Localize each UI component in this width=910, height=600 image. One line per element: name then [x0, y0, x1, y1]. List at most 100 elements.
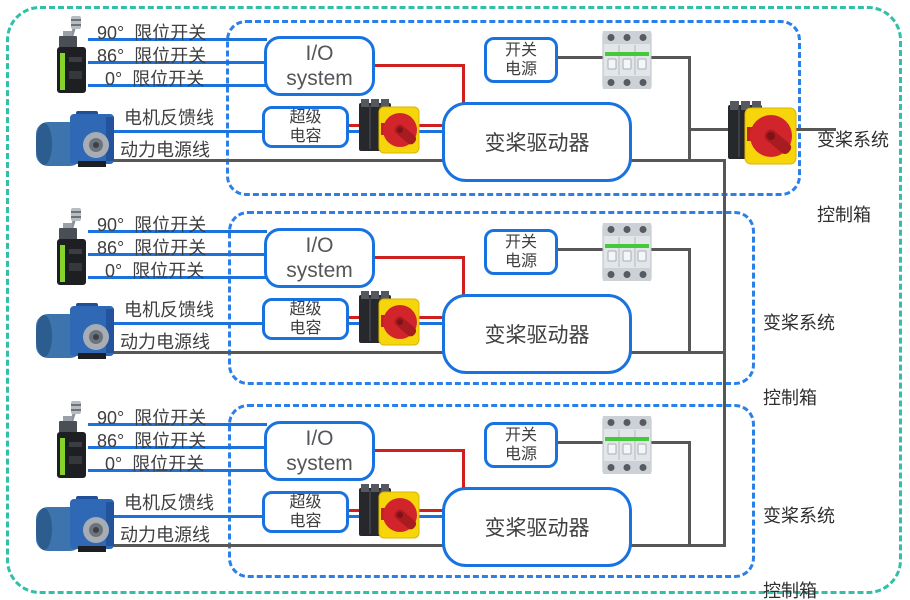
- psu-box: 开关 电源: [484, 37, 558, 83]
- io-driver-wire-red-v: [462, 449, 465, 490]
- io-system-box: I/O system: [264, 36, 375, 96]
- supercap-box: 超级 电容: [262, 491, 349, 533]
- supercap-label-line2: 电容: [289, 128, 322, 145]
- rotary-switch-icon: [357, 289, 421, 352]
- main-switch-icon: [727, 99, 797, 170]
- limit-switch-icon: [46, 13, 90, 100]
- limit-90-label: 90° 限位开关: [97, 23, 207, 43]
- limit-86-label: 86° 限位开关: [97, 238, 207, 258]
- rotary-switch-icon: [357, 482, 421, 545]
- io-system-label-line1: I/O: [305, 234, 334, 257]
- motor-power-label: 动力电源线: [120, 525, 210, 545]
- outer-dashed-border: [6, 6, 902, 594]
- motor-feedback-label: 电机反馈线: [124, 108, 214, 128]
- control-box-label-line1: 变桨系统: [763, 313, 835, 333]
- psu-breaker-wire: [557, 248, 603, 251]
- breaker-out-wire: [650, 56, 691, 59]
- motor-power-label: 动力电源线: [120, 140, 210, 160]
- limit-0-label: 0° 限位开关: [105, 261, 205, 281]
- control-box-label: 变桨系统 控制箱: [763, 261, 835, 461]
- io-system-label-line2: system: [286, 452, 353, 475]
- limit-0-label: 0° 限位开关: [105, 69, 205, 89]
- psu-label-line2: 电源: [504, 446, 537, 463]
- limit-0-wire: [88, 469, 267, 472]
- motor-feedback-label: 电机反馈线: [124, 493, 214, 513]
- breaker-out-wire: [650, 248, 691, 251]
- rotary-switch-icon: [357, 97, 421, 160]
- limit-90-wire: [88, 38, 267, 41]
- io-driver-wire-red-h: [375, 64, 465, 67]
- supercap-box: 超级 电容: [262, 298, 349, 340]
- motor-icon: [36, 494, 116, 559]
- io-system-label-line1: I/O: [305, 42, 334, 65]
- pitch-driver-label: 变桨驱动器: [484, 517, 590, 540]
- motor-icon: [36, 109, 116, 174]
- limit-0-wire: [88, 84, 267, 87]
- limit-90-label: 90° 限位开关: [97, 408, 207, 428]
- control-box-label-line2: 控制箱: [763, 388, 817, 408]
- driver-out-wire: [631, 351, 726, 354]
- io-driver-wire-red-h: [375, 256, 465, 259]
- limit-86-wire: [88, 253, 267, 256]
- driver-out-wire: [631, 159, 726, 162]
- psu-label-line2: 电源: [504, 253, 537, 270]
- psu-label-line1: 开关: [504, 42, 537, 59]
- pitch-driver-box: 变桨驱动器: [442, 102, 632, 182]
- io-driver-wire-red-h: [375, 449, 465, 452]
- pitch-driver-label: 变桨驱动器: [484, 324, 590, 347]
- io-driver-wire-red-v: [462, 256, 465, 297]
- limit-0-label: 0° 限位开关: [105, 454, 205, 474]
- io-system-box: I/O system: [264, 228, 375, 288]
- io-system-box: I/O system: [264, 421, 375, 481]
- io-system-label-line1: I/O: [305, 427, 334, 450]
- breaker-down-wire: [688, 248, 691, 354]
- circuit-breaker-icon: [602, 30, 652, 94]
- control-box-label: 变桨系统 控制箱: [763, 454, 835, 600]
- motor-power-wire: [59, 544, 445, 547]
- io-system-label-line2: system: [286, 259, 353, 282]
- limit-90-wire: [88, 423, 267, 426]
- io-system-label-line2: system: [286, 67, 353, 90]
- psu-label-line2: 电源: [504, 61, 537, 78]
- control-box-label-line2: 控制箱: [763, 581, 817, 600]
- motor-power-wire: [59, 159, 445, 162]
- pitch-section-3: 90° 限位开关 86° 限位开关 0° 限位开关 电机反馈线 动力电源线 I/…: [0, 385, 910, 585]
- psu-breaker-wire: [557, 56, 603, 59]
- control-box-label-line1: 变桨系统: [763, 506, 835, 526]
- psu-label-line1: 开关: [504, 427, 537, 444]
- supercap-label-line2: 电容: [289, 513, 322, 530]
- limit-90-wire: [88, 230, 267, 233]
- motor-feedback-label: 电机反馈线: [124, 300, 214, 320]
- breaker-down-wire: [688, 441, 691, 547]
- breaker-down-wire: [688, 56, 691, 162]
- supercap-label-line2: 电容: [289, 320, 322, 337]
- section-2-dashed-box: [228, 211, 755, 385]
- psu-box: 开关 电源: [484, 229, 558, 275]
- control-box-label-line2: 控制箱: [817, 205, 871, 225]
- limit-86-wire: [88, 446, 267, 449]
- limit-86-label: 86° 限位开关: [97, 46, 207, 66]
- psu-box: 开关 电源: [484, 422, 558, 468]
- pitch-section-1: 90° 限位开关 86° 限位开关 0° 限位开关 电机反馈线 动力电源线 I/…: [0, 0, 910, 200]
- pitch-section-2: 90° 限位开关 86° 限位开关 0° 限位开关 电机反馈线 动力电源线 I/…: [0, 192, 910, 392]
- driver-out-wire: [631, 544, 726, 547]
- supercap-box: 超级 电容: [262, 106, 349, 148]
- circuit-breaker-icon: [602, 415, 652, 479]
- circuit-breaker-icon: [602, 222, 652, 286]
- limit-switch-icon: [46, 205, 90, 292]
- section-3-dashed-box: [228, 404, 755, 578]
- psu-breaker-wire: [557, 441, 603, 444]
- psu-label-line1: 开关: [504, 234, 537, 251]
- limit-90-label: 90° 限位开关: [97, 215, 207, 235]
- supercap-label-line1: 超级: [289, 301, 322, 318]
- pitch-driver-box: 变桨驱动器: [442, 487, 632, 567]
- motor-power-wire: [59, 351, 445, 354]
- supercap-label-line1: 超级: [289, 109, 322, 126]
- io-driver-wire-red-v: [462, 64, 465, 105]
- section-1-dashed-box: [226, 20, 801, 196]
- supercap-label-line1: 超级: [289, 494, 322, 511]
- motor-icon: [36, 301, 116, 366]
- control-box-label-line1: 变桨系统: [817, 130, 889, 150]
- limit-switch-icon: [46, 398, 90, 485]
